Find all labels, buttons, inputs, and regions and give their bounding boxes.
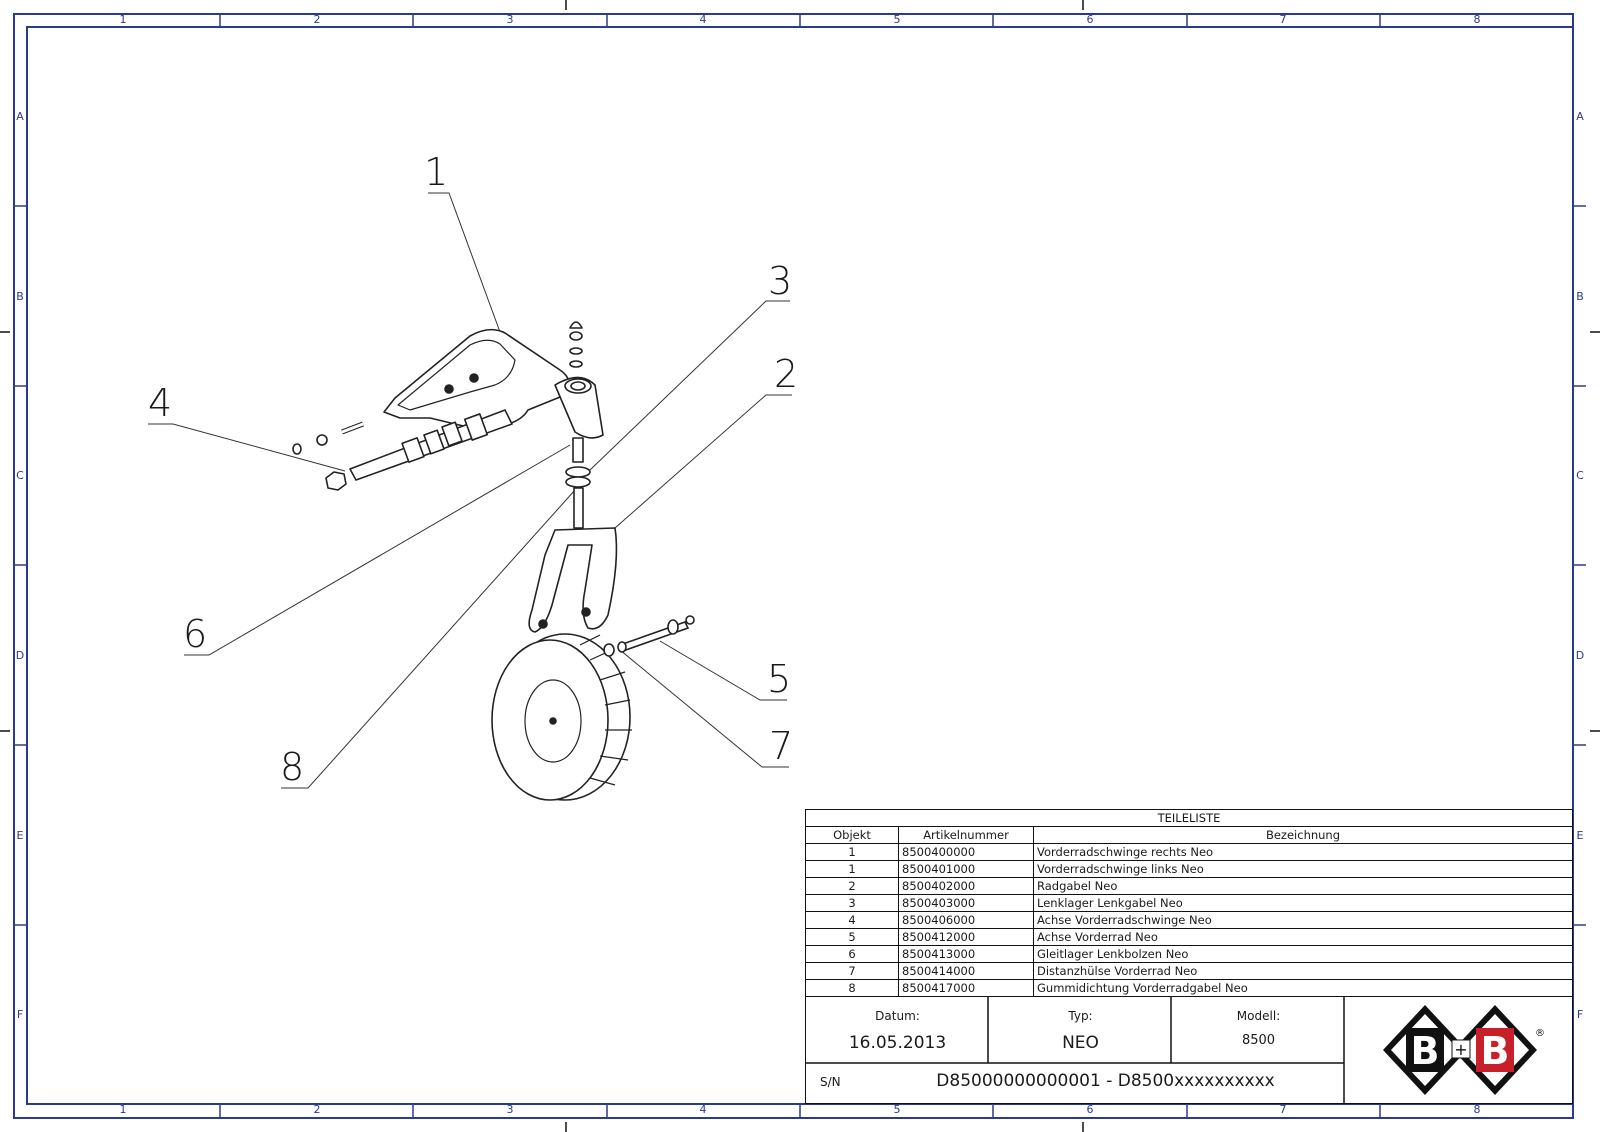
- cell-objekt: 7: [805, 962, 899, 980]
- sn-label: S/N: [820, 1075, 841, 1089]
- cell-objekt: 8: [805, 979, 899, 997]
- zone-col-2: 2: [313, 13, 321, 26]
- zone-col-7-bottom: 7: [1279, 1103, 1287, 1116]
- cell-bezeichnung: Vorderradschwinge links Neo: [1033, 860, 1573, 878]
- cell-objekt: 5: [805, 928, 899, 946]
- zone-col-3-bottom: 3: [506, 1103, 514, 1116]
- callout-3: 3: [768, 259, 793, 303]
- cell-bezeichnung: Gleitlager Lenkbolzen Neo: [1033, 945, 1573, 963]
- parts-list-table: TEILELISTE Objekt Artikelnummer Bezeichn…: [805, 809, 1573, 997]
- cell-objekt: 4: [805, 911, 899, 929]
- zone-row-a: A: [16, 110, 24, 123]
- zone-row-d: D: [15, 649, 25, 662]
- header-bezeichnung: Bezeichnung: [1033, 826, 1573, 844]
- callout-1: 1: [424, 150, 449, 194]
- header-objekt: Objekt: [805, 826, 899, 844]
- cell-bezeichnung: Vorderradschwinge rechts Neo: [1033, 843, 1573, 861]
- zone-col-1: 1: [119, 13, 127, 26]
- zone-col-8-bottom: 8: [1473, 1103, 1481, 1116]
- zone-col-4: 4: [699, 13, 707, 26]
- type-label: Typ:: [1068, 1009, 1093, 1023]
- zone-row-f-right: F: [1576, 1008, 1584, 1021]
- cell-objekt: 2: [805, 877, 899, 895]
- zone-row-b-right: B: [1576, 290, 1584, 303]
- zone-row-b: B: [16, 290, 24, 303]
- zone-row-c-right: C: [1576, 469, 1584, 482]
- cell-objekt: 6: [805, 945, 899, 963]
- cell-bezeichnung: Radgabel Neo: [1033, 877, 1573, 895]
- zone-col-7: 7: [1279, 13, 1287, 26]
- header-artikelnummer: Artikelnummer: [898, 826, 1034, 844]
- cell-objekt: 3: [805, 894, 899, 912]
- date-value: 16.05.2013: [848, 1033, 947, 1053]
- cell-bezeichnung: Achse Vorderradschwinge Neo: [1033, 911, 1573, 929]
- cell-artikelnummer: 8500413000: [898, 945, 1034, 963]
- callout-2: 2: [774, 352, 799, 396]
- cell-artikelnummer: 8500400000: [898, 843, 1034, 861]
- svg-text:B: B: [1481, 1029, 1510, 1073]
- zone-col-1-bottom: 1: [119, 1103, 127, 1116]
- sn-value: D85000000000001 - D8500xxxxxxxxxx: [936, 1071, 1275, 1091]
- callout-6: 6: [183, 612, 208, 656]
- zone-col-2-bottom: 2: [313, 1103, 321, 1116]
- parts-list-header: Objekt Artikelnummer Bezeichnung: [805, 826, 1573, 844]
- date-label: Datum:: [875, 1009, 920, 1023]
- cell-bezeichnung: Gummidichtung Vorderradgabel Neo: [1033, 979, 1573, 997]
- zone-row-a-right: A: [1576, 110, 1584, 123]
- model-label: Modell:: [1236, 1009, 1281, 1023]
- model-value: 8500: [1241, 1033, 1276, 1048]
- svg-text:B: B: [1411, 1029, 1440, 1073]
- zone-col-5-bottom: 5: [893, 1103, 901, 1116]
- zone-col-3: 3: [506, 13, 514, 26]
- cell-artikelnummer: 8500403000: [898, 894, 1034, 912]
- zone-col-4-bottom: 4: [699, 1103, 707, 1116]
- zone-col-6: 6: [1086, 13, 1094, 26]
- title-block: Datum: 16.05.2013 Typ: NEO Modell: 8500 …: [805, 996, 1573, 1104]
- callout-5: 5: [767, 657, 792, 701]
- cell-artikelnummer: 8500402000: [898, 877, 1034, 895]
- zone-row-f: F: [16, 1008, 24, 1021]
- zone-col-6-bottom: 6: [1086, 1103, 1094, 1116]
- cell-artikelnummer: 8500401000: [898, 860, 1034, 878]
- zone-row-e: E: [16, 829, 24, 842]
- zone-row-d-right: D: [1575, 649, 1585, 662]
- cell-bezeichnung: Distanzhülse Vorderrad Neo: [1033, 962, 1573, 980]
- callout-4: 4: [148, 381, 173, 425]
- bb-logo: B B + ®: [1383, 1005, 1545, 1095]
- cell-artikelnummer: 8500406000: [898, 911, 1034, 929]
- cell-objekt: 1: [805, 860, 899, 878]
- zone-col-8: 8: [1473, 13, 1481, 26]
- zone-row-e-right: E: [1576, 829, 1584, 842]
- zone-row-c: C: [16, 469, 24, 482]
- cell-artikelnummer: 8500417000: [898, 979, 1034, 997]
- cell-artikelnummer: 8500412000: [898, 928, 1034, 946]
- zone-col-5: 5: [893, 13, 901, 26]
- cell-bezeichnung: Achse Vorderrad Neo: [1033, 928, 1573, 946]
- callout-7: 7: [769, 724, 794, 768]
- callout-8: 8: [280, 745, 305, 789]
- svg-text:+: +: [1454, 1040, 1467, 1059]
- cell-artikelnummer: 8500414000: [898, 962, 1034, 980]
- cell-objekt: 1: [805, 843, 899, 861]
- svg-text:®: ®: [1535, 1028, 1545, 1039]
- cell-bezeichnung: Lenklager Lenkgabel Neo: [1033, 894, 1573, 912]
- parts-list-title: TEILELISTE: [805, 809, 1573, 827]
- type-value: NEO: [1062, 1033, 1099, 1053]
